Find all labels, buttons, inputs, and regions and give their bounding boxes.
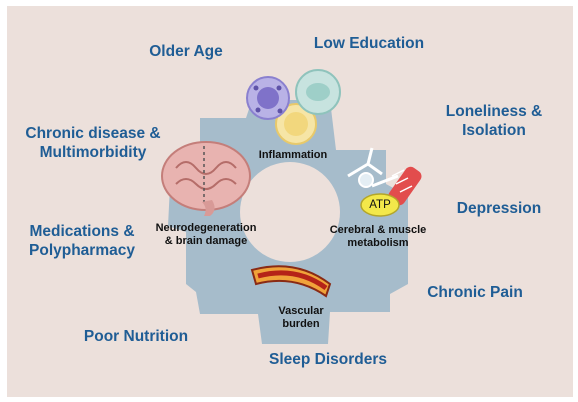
risk-low-education: Low Education: [304, 34, 434, 53]
risk-medications: Medications & Polypharmacy: [20, 222, 144, 260]
risk-depression: Depression: [444, 199, 554, 218]
mechanism-inflammation: Inflammation: [246, 149, 340, 162]
risk-chronic-disease-line2: Multimorbidity: [20, 143, 166, 162]
risk-loneliness: Loneliness & Isolation: [432, 102, 556, 140]
risk-sleep-disorders: Sleep Disorders: [260, 350, 396, 369]
risk-loneliness-line2: Isolation: [432, 121, 556, 140]
mechanism-neurodegeneration: Neurodegeneration & brain damage: [146, 222, 266, 248]
mechanism-neuro-line2: & brain damage: [146, 235, 266, 248]
risk-medications-line2: Polypharmacy: [20, 241, 144, 260]
risk-chronic-disease: Chronic disease & Multimorbidity: [20, 124, 166, 162]
risk-poor-nutrition: Poor Nutrition: [76, 327, 196, 346]
risk-medications-line1: Medications &: [20, 222, 144, 241]
mechanism-vascular-line2: burden: [268, 318, 334, 331]
mechanism-metabolism: Cerebral & muscle metabolism: [318, 224, 438, 250]
mechanism-metabolism-line1: Cerebral & muscle: [318, 224, 438, 237]
risk-chronic-pain: Chronic Pain: [418, 283, 532, 302]
mechanism-metabolism-line2: metabolism: [318, 237, 438, 250]
atp-label: ATP: [361, 199, 399, 212]
mechanism-neuro-line1: Neurodegeneration: [146, 222, 266, 235]
risk-loneliness-line1: Loneliness &: [432, 102, 556, 121]
risk-older-age: Older Age: [136, 42, 236, 61]
mechanism-vascular: Vascular burden: [268, 305, 334, 331]
risk-chronic-disease-line1: Chronic disease &: [20, 124, 166, 143]
mechanism-vascular-line1: Vascular: [268, 305, 334, 318]
